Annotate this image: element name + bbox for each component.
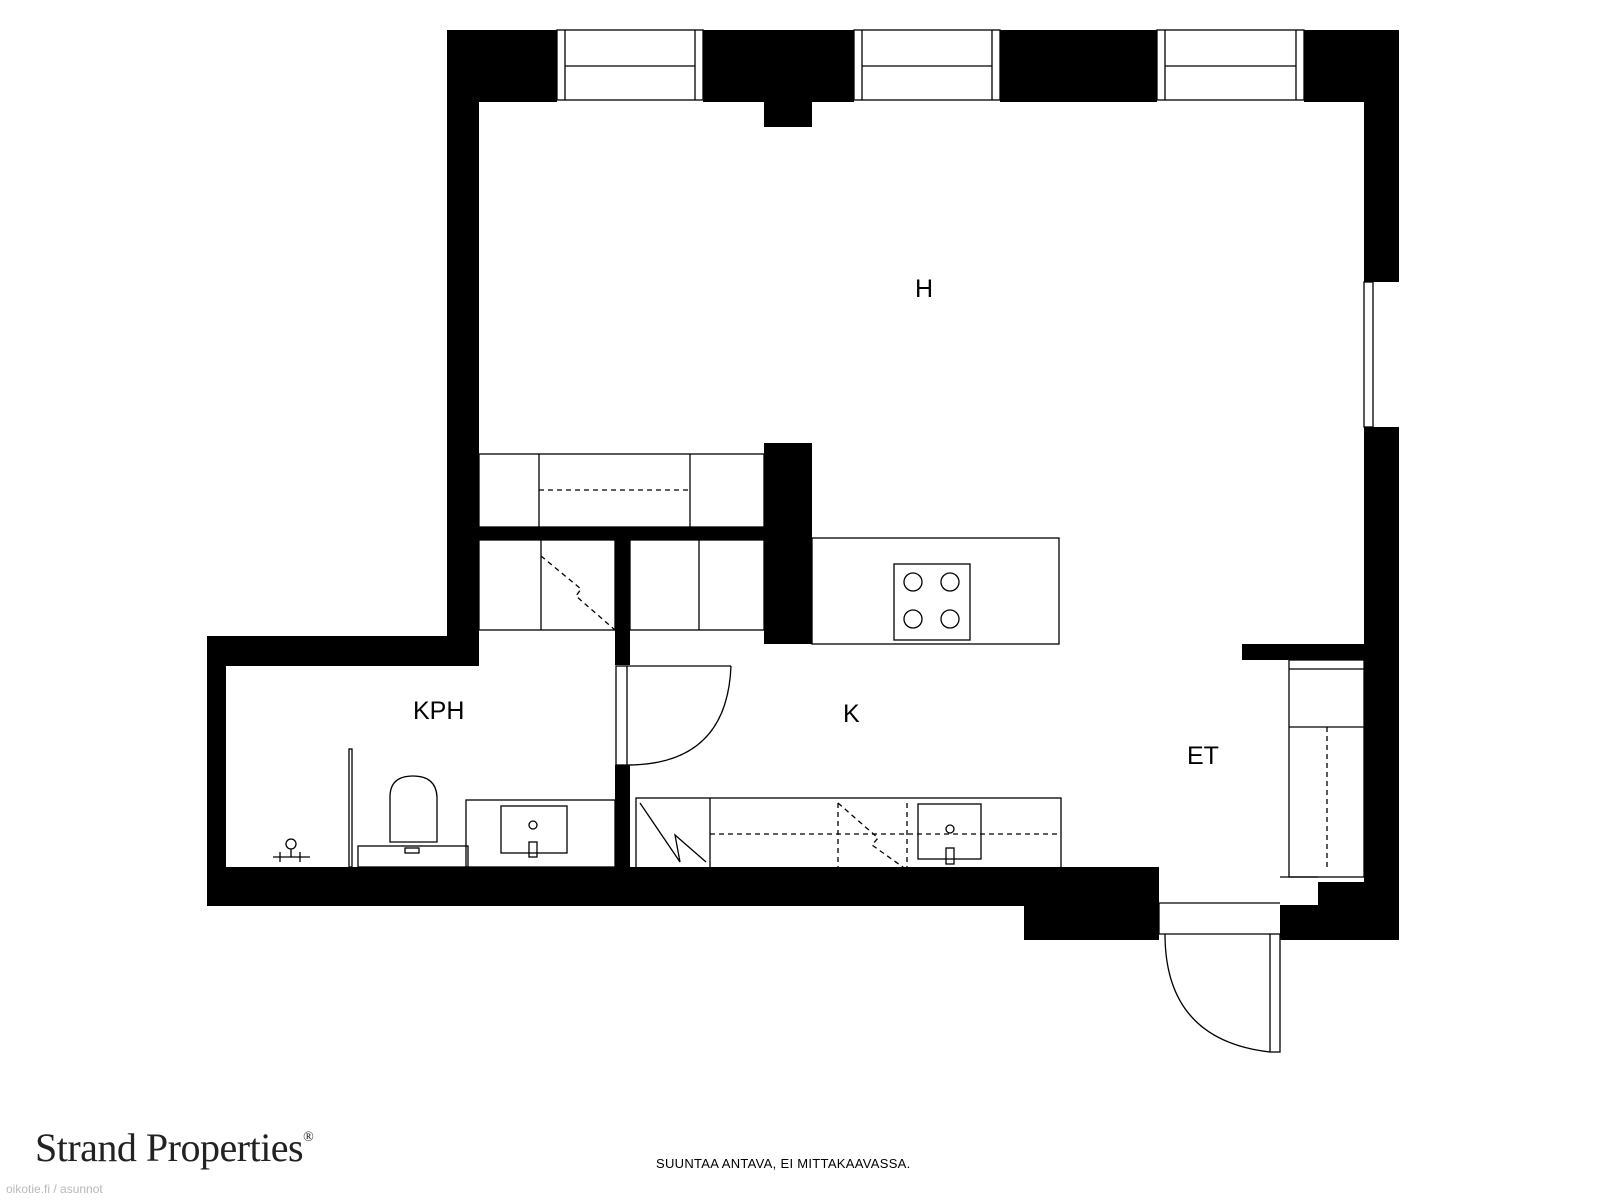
faucet-icon: [273, 838, 310, 862]
room-label-entry: ET: [1187, 742, 1219, 770]
bottom-wall-step: [1024, 867, 1159, 940]
room-label-kitchen: K: [843, 700, 860, 728]
disclaimer-text: SUUNTAA ANTAVA, EI MITTAKAAVASSA.: [656, 1156, 911, 1171]
column: [764, 100, 812, 127]
wardrobe: [478, 453, 765, 528]
entry-wall: [1242, 644, 1366, 660]
left-wall: [447, 30, 479, 666]
window: [556, 29, 704, 101]
bathroom-door: [615, 665, 732, 766]
interior-wall: [479, 527, 764, 540]
toilet-icon: [389, 775, 438, 843]
stove-icon: [893, 563, 971, 641]
entry-closet: [1280, 659, 1365, 878]
bottom-wall: [207, 867, 1159, 906]
entry-wall-corner: [1318, 882, 1399, 940]
bathroom-fixtures: [273, 748, 616, 868]
kitchen-pillar: [764, 443, 812, 644]
kitchen-counter: [811, 537, 1060, 645]
sink-icon: [917, 803, 982, 860]
window: [1363, 281, 1374, 428]
entrance-door: [1158, 902, 1281, 1053]
windows: [556, 29, 1374, 428]
room-label-bathroom: KPH: [413, 697, 464, 725]
room-label-living: H: [915, 275, 933, 303]
top-wall: [1000, 30, 1157, 102]
bathroom-top-wall: [207, 636, 479, 666]
shower-rail: [348, 748, 353, 868]
bathroom-wall: [615, 540, 630, 665]
watermark: oikotie.fi / asunnot: [6, 1182, 103, 1196]
right-wall: [1364, 30, 1399, 282]
registered-mark: ®: [303, 1130, 314, 1145]
storage-cabinets: [478, 539, 765, 631]
kitchen-lower-counter: [635, 797, 1062, 871]
brand-name: Strand Properties: [35, 1125, 304, 1170]
walls: [207, 30, 1399, 940]
bathroom-wall: [615, 765, 630, 867]
window: [1156, 29, 1305, 101]
top-wall: [703, 30, 854, 102]
bathroom-sink-cabinet: [465, 799, 616, 868]
doors: [615, 665, 1281, 1053]
bathroom-left-wall: [207, 636, 226, 906]
sink-icon: [500, 805, 568, 854]
brand-logo: Strand Properties®: [35, 1124, 314, 1171]
window: [853, 29, 1001, 101]
right-wall: [1364, 427, 1399, 940]
